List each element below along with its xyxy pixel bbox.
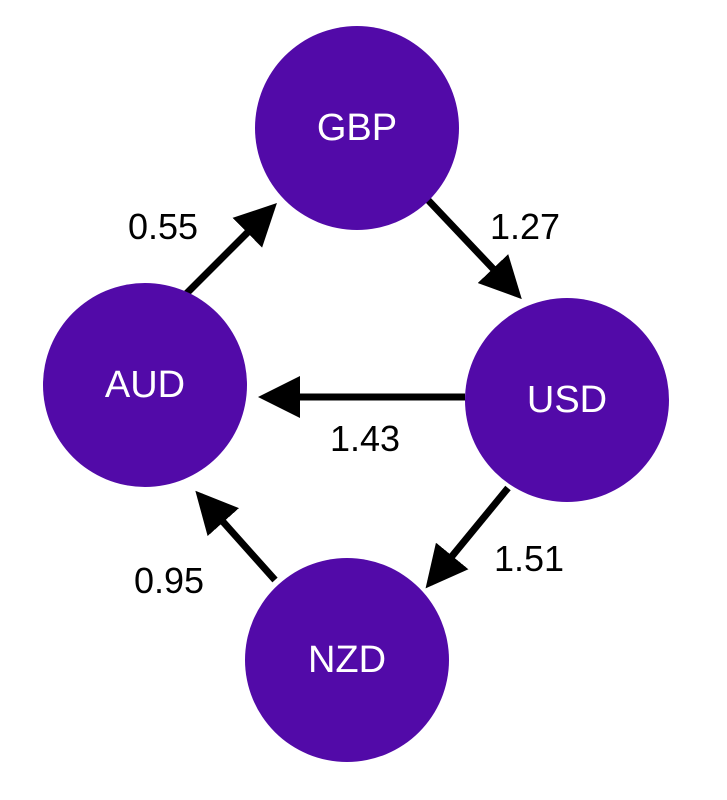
edge-label-usd-aud: 1.43 bbox=[330, 418, 401, 459]
node-label: AUD bbox=[104, 363, 186, 406]
edge-label-gbp-usd: 1.27 bbox=[490, 206, 561, 247]
edge-label-nzd-aud: 0.95 bbox=[134, 560, 205, 601]
node-gbp: GBP bbox=[255, 26, 459, 230]
edge-label-usd-nzd: 1.51 bbox=[494, 538, 565, 579]
node-usd: USD bbox=[465, 298, 669, 502]
edge-aud-gbp bbox=[182, 203, 277, 298]
node-aud: AUD bbox=[43, 283, 247, 487]
node-nzd: NZD bbox=[245, 558, 449, 762]
node-label: USD bbox=[526, 378, 608, 421]
edge-usd-nzd bbox=[425, 485, 511, 589]
edge-gbp-usd bbox=[425, 197, 522, 300]
node-label: GBP bbox=[316, 106, 398, 149]
node-label: NZD bbox=[307, 638, 387, 681]
edge-label-aud-gbp: 0.55 bbox=[128, 206, 199, 247]
edge-nzd-aud bbox=[195, 490, 278, 583]
